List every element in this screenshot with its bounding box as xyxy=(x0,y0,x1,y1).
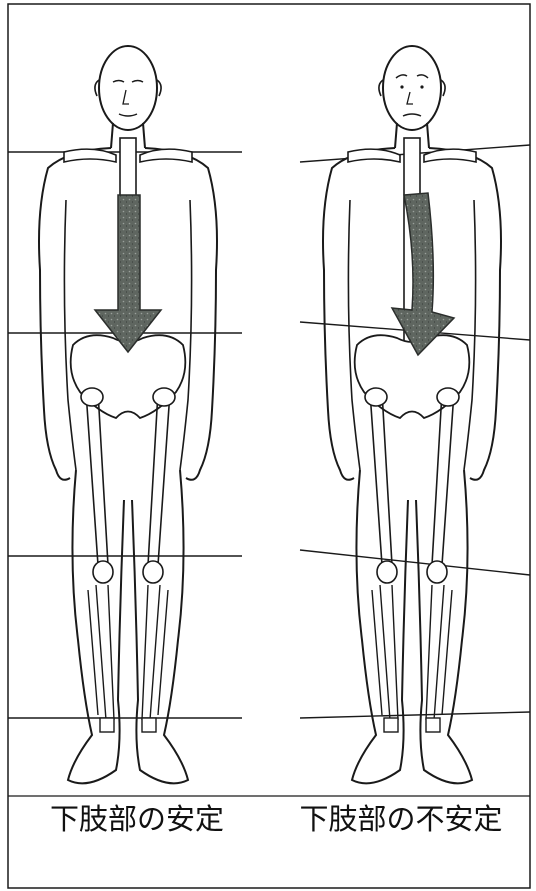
figure-frame xyxy=(8,4,530,888)
caption-stable: 下肢部の安定 xyxy=(12,796,262,842)
caption-unstable: 下肢部の不安定 xyxy=(270,796,532,842)
